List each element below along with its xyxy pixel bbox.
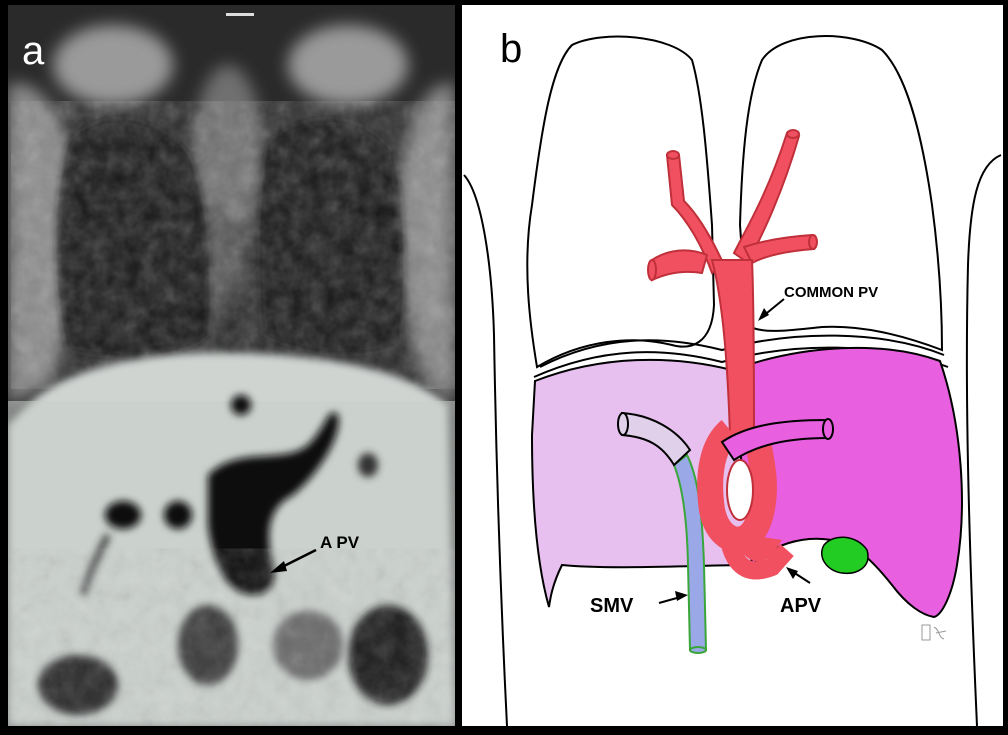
right-lung [738, 35, 944, 352]
panel-b-diagram: COMMON PV SMV APV b [462, 5, 1003, 726]
body-outline-left [463, 174, 508, 726]
apv-label: A PV [320, 533, 360, 552]
smv-arrow [658, 591, 688, 604]
panel-b-letter: b [500, 27, 523, 71]
mri-image: A PV [8, 5, 455, 726]
signature [921, 624, 947, 641]
common-pv-arrow [758, 298, 785, 321]
anatomy-diagram: COMMON PV SMV APV [463, 35, 1002, 726]
apv-label-b: APV [780, 595, 822, 617]
spleen [821, 536, 869, 575]
body-outline-right [965, 154, 1002, 726]
left-lung [526, 35, 716, 369]
smv-label: SMV [590, 595, 634, 617]
common-pv-label: COMMON PV [784, 284, 878, 301]
apv-arrow-b [786, 567, 811, 584]
panel-a-letter: a [22, 29, 45, 73]
panel-a-mri: A PV a [8, 5, 455, 726]
portal-vein [647, 129, 834, 580]
apv-arrow [270, 548, 317, 573]
